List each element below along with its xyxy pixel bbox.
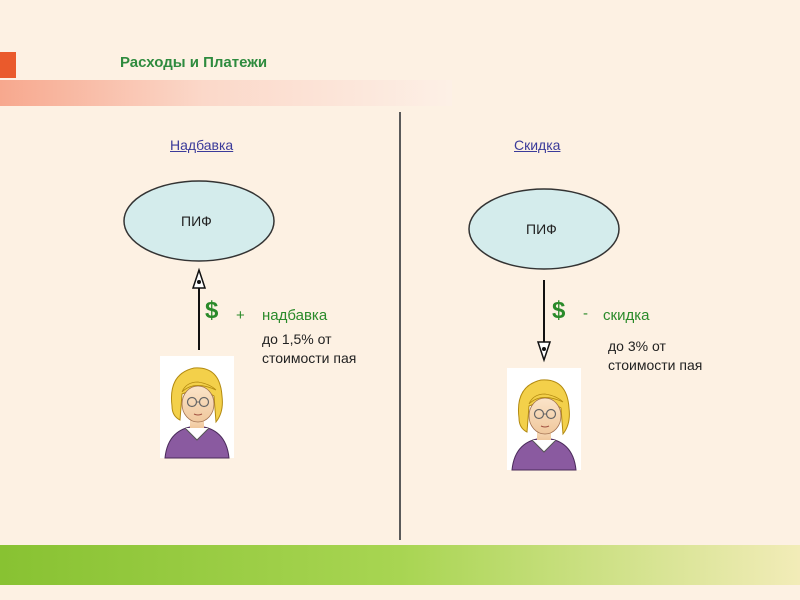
right-note: до 3% от стоимости пая: [608, 337, 702, 375]
left-plus-sign: +: [236, 307, 245, 324]
right-fund-ellipse: [468, 188, 620, 270]
footer-gradient-bar: [0, 545, 800, 585]
right-note-line1: до 3% от: [608, 338, 666, 354]
slide-title: Расходы и Платежи: [120, 54, 268, 71]
right-dollar-sign: $: [552, 297, 566, 324]
right-fund-label: ПИФ: [526, 221, 557, 237]
right-keyword: скидка: [603, 307, 650, 324]
right-minus-sign: -: [583, 305, 588, 322]
left-heading-link[interactable]: Надбавка: [170, 137, 234, 153]
left-keyword: надбавка: [262, 307, 328, 324]
left-note-line2: стоимости пая: [262, 350, 357, 366]
title-accent-marker: [0, 52, 16, 78]
left-fund-label: ПИФ: [181, 213, 212, 229]
right-down-arrow: [536, 280, 552, 363]
left-fund-ellipse: [123, 180, 275, 262]
title-underline-bar: [0, 80, 452, 106]
left-up-arrow: [191, 267, 207, 350]
left-investor-icon: [160, 356, 234, 459]
right-heading-link[interactable]: Скидка: [514, 137, 561, 153]
left-note-line1: до 1,5% от: [262, 331, 332, 347]
left-dollar-sign: $: [205, 297, 219, 324]
center-divider: [399, 112, 401, 540]
right-note-line2: стоимости пая: [608, 357, 703, 373]
left-note: до 1,5% от стоимости пая: [262, 330, 356, 368]
right-investor-icon: [507, 368, 581, 471]
